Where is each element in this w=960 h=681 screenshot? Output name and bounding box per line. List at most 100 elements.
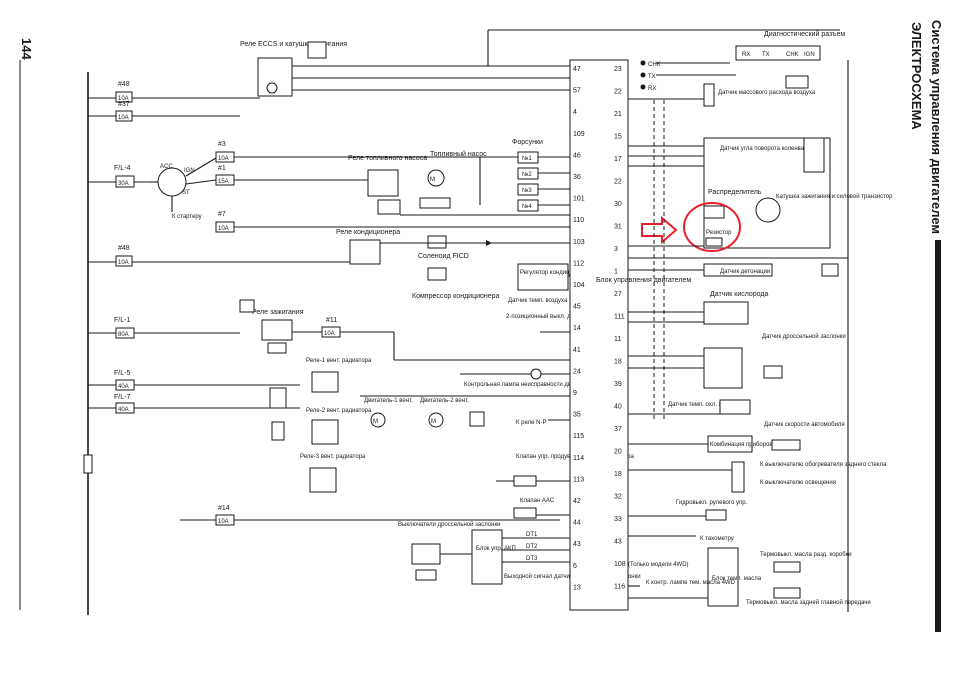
svg-text:Реле зажигания: Реле зажигания	[252, 309, 304, 316]
svg-text:F/L-5: F/L-5	[114, 370, 130, 377]
svg-text:10A: 10A	[324, 331, 335, 337]
svg-text:M: M	[431, 419, 436, 425]
ecu-pin-right: 30	[614, 201, 622, 208]
diagnostic-connector: Диагностический разъем RX TX CHK IGN	[487, 29, 845, 89]
header-bar	[935, 240, 941, 632]
fuse-7: #7 10A	[215, 211, 235, 233]
ecu-pin-left: 110	[573, 217, 584, 224]
svg-text:Гидровыкл. рулевого упр.: Гидровыкл. рулевого упр.	[676, 500, 748, 506]
ecu-pin-left: 114	[573, 455, 584, 462]
throttle-switches: Выключатели дроссельной заслонки	[398, 521, 500, 581]
ecu-pin-left: 109	[573, 131, 585, 138]
svg-text:#1: #1	[218, 165, 226, 172]
ecu-pin-right: 108	[614, 561, 626, 568]
svg-text:Регулятор кондиционера: Регулятор кондиционера	[520, 270, 590, 276]
svg-text:Блок управления двигателем: Блок управления двигателем	[596, 277, 691, 284]
svg-text:Термовыкл. масла разд. коробки: Термовыкл. масла разд. коробки	[760, 552, 852, 558]
ecu-pin-right: 21	[614, 111, 622, 118]
ecu-pin-left: 35	[573, 412, 581, 419]
knock-sensor: Датчик детонации	[628, 263, 839, 277]
svg-text:RX: RX	[648, 86, 656, 92]
svg-text:Комбинация приборов: Комбинация приборов	[710, 442, 773, 448]
fuse-fl7: F/L-7 40A	[114, 394, 135, 414]
ignition-relay: Реле зажигания	[239, 299, 570, 361]
ecu-pin-right: 31	[614, 224, 622, 231]
svg-text:40A: 40A	[118, 384, 129, 390]
ecu-pin-left: 112	[573, 260, 584, 267]
svg-text:#11: #11	[326, 317, 337, 324]
svg-text:10A: 10A	[118, 96, 129, 102]
ac-relay: Реле кондиционера Соленоид FICD Компресс…	[336, 229, 570, 300]
svg-text:10A: 10A	[118, 115, 129, 121]
vehicle-speed-sensor: Датчик скорости автомобиля	[764, 422, 845, 451]
svg-text:Блок упр. АКП: Блок упр. АКП	[476, 546, 516, 552]
instrument-cluster: Комбинация приборов	[628, 435, 773, 453]
svg-text:TX: TX	[648, 74, 656, 80]
ecu-pin-right: 22	[614, 179, 622, 186]
highlight-circle	[683, 202, 741, 252]
ecu-pin-right: 17	[614, 156, 622, 163]
ecu-pin-right: 116	[614, 584, 625, 591]
ecu-pin-left: 113	[573, 476, 584, 483]
svg-text:ACC: ACC	[160, 164, 173, 170]
svg-text:#48: #48	[118, 245, 130, 252]
svg-text:IGN: IGN	[184, 168, 195, 174]
svg-text:Датчик угла поворота коленвала: Датчик угла поворота коленвала	[720, 146, 812, 152]
fuse-1: #1 15A	[215, 165, 235, 186]
svg-text:№4: №4	[522, 203, 532, 210]
fan-motors: Двигатель-1 вент. M Двигатель-2 вент. M	[364, 398, 485, 428]
tachometer-link: К тахометру	[628, 535, 734, 542]
ecu-pin-left: 43	[573, 541, 581, 548]
svg-text:Катушка зажигания и силовой тр: Катушка зажигания и силовой транзистор	[776, 193, 893, 200]
crank-angle-sensor: Датчик угла поворота коленвала Распредел…	[628, 137, 893, 249]
svg-text:IGN: IGN	[804, 52, 815, 58]
svg-text:Датчик кислорода: Датчик кислорода	[710, 291, 768, 298]
header-subtitle: ЭЛЕКТРОСХЕМА	[909, 22, 924, 130]
ecu-pin-left: 24	[573, 368, 581, 375]
svg-text:Реле кондиционера: Реле кондиционера	[336, 229, 400, 236]
diag-lines: CHK TX RX	[640, 60, 736, 92]
fuse-fl4: F/L-4 30A	[114, 165, 135, 188]
ecu-pin-right: 11	[614, 336, 621, 343]
svg-text:#7: #7	[218, 211, 226, 218]
ecu-pin-left: 45	[573, 304, 581, 311]
ecu-pin-left: 103	[573, 239, 585, 246]
4wd-section: (Только модели 4WD) Блок темп. масла Тер…	[628, 547, 871, 607]
ecu-pin-right: 39	[614, 381, 622, 388]
injectors: Форсунки №1 №2 №3 №4	[479, 139, 570, 212]
ecu-pin-left: 47	[573, 66, 581, 73]
ecu-pin-left: 104	[573, 282, 585, 289]
fuse-48b: #48 10A	[115, 245, 133, 267]
check-lamp: Контрольная лампа неисправности двигател…	[360, 368, 592, 426]
svg-text:F/L-1: F/L-1	[114, 317, 130, 324]
svg-text:F/L-7: F/L-7	[114, 394, 130, 401]
svg-text:10A: 10A	[218, 226, 229, 232]
ecu-pin-left: 42	[573, 498, 581, 505]
svg-text:#14: #14	[218, 505, 230, 512]
svg-text:(Только модели 4WD): (Только модели 4WD)	[628, 562, 689, 568]
svg-text:40A: 40A	[118, 407, 129, 413]
fan-relays: Реле-1 вент. радиатора Реле-2 вент. ради…	[269, 358, 372, 493]
svg-text:Двигатель-2 вент.: Двигатель-2 вент.	[420, 398, 469, 404]
ignition-switch: ACC IGN ST К стартеру	[150, 157, 217, 220]
fuse-11: #11 10A	[321, 317, 341, 338]
svg-text:Реле-1 вент. радиатора: Реле-1 вент. радиатора	[306, 358, 372, 364]
svg-text:80A: 80A	[118, 332, 129, 338]
svg-text:DT1: DT1	[526, 532, 538, 538]
svg-text:К реле N-P: К реле N-P	[516, 420, 546, 426]
ecu-block: Блок управления двигателем	[569, 59, 691, 611]
svg-text:F/L-4: F/L-4	[114, 165, 130, 172]
svg-text:10A: 10A	[218, 156, 229, 162]
ecu-pin-right: 37	[614, 426, 622, 433]
fuse-fl1: F/L-1 80A	[114, 317, 135, 339]
svg-text:К тахометру: К тахометру	[700, 536, 734, 542]
ecu-pin-left: 57	[573, 88, 581, 95]
ecu-pin-right: 18	[614, 359, 622, 366]
svg-text:#37: #37	[118, 101, 130, 108]
ecu-pin-left: 13	[573, 584, 581, 591]
svg-text:CHK: CHK	[648, 62, 661, 68]
ecu-pin-right: 15	[614, 134, 622, 141]
fuse-48: #48 10A	[115, 81, 133, 103]
svg-text:Форсунки: Форсунки	[512, 139, 543, 146]
ecu-pin-right: 18	[614, 471, 622, 478]
